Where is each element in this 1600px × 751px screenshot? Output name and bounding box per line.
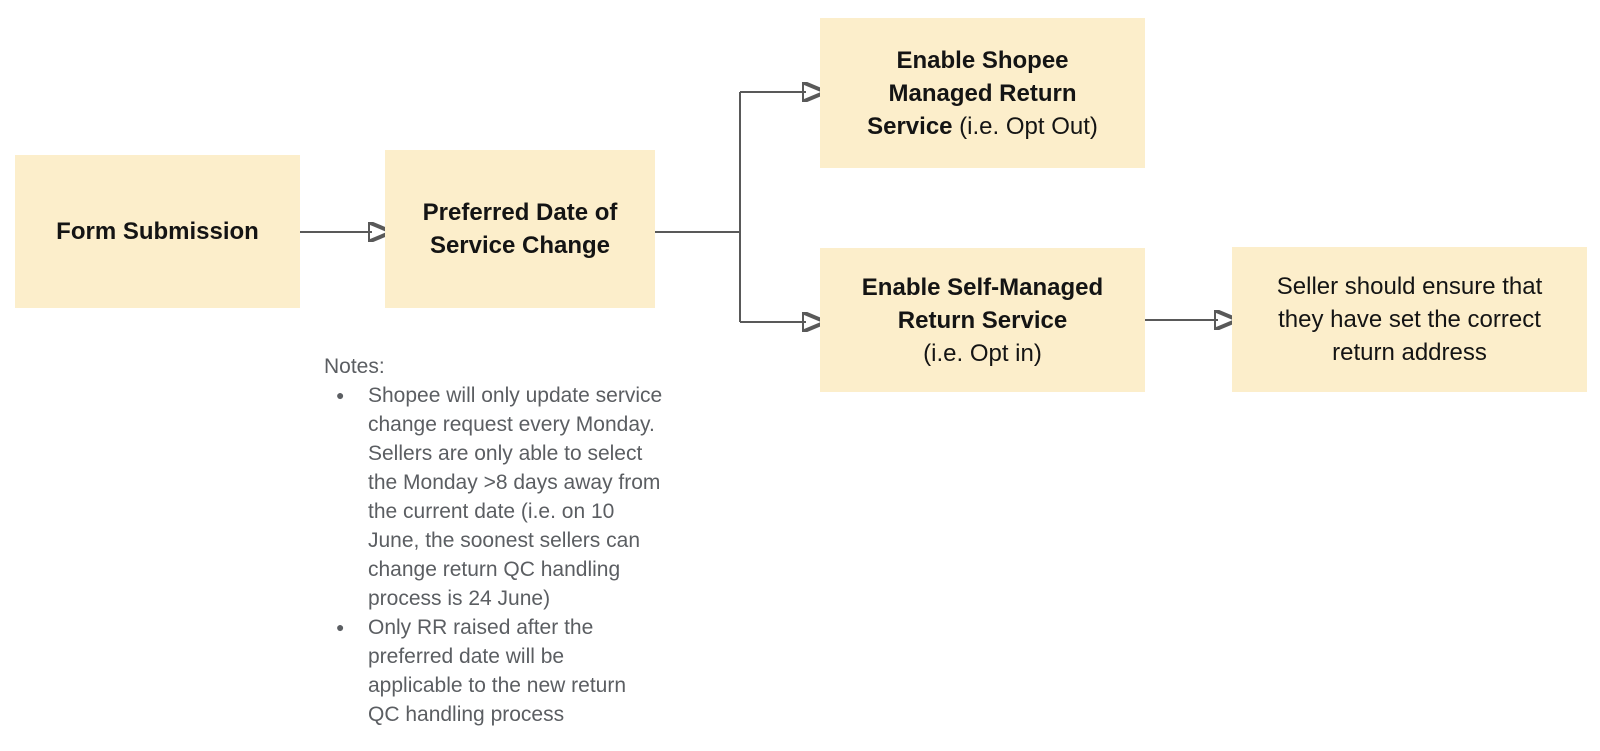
node-self-managed-return: Enable Self-Managed Return Service (i.e.…	[820, 248, 1145, 392]
node-self-managed-return-label-bold: Enable Self-Managed Return Service	[861, 273, 1104, 334]
node-shopee-managed-return-label-regular: (i.e. Opt Out)	[952, 112, 1098, 140]
node-seller-return-address: Seller should ensure that they have set …	[1232, 247, 1587, 392]
node-preferred-date: Preferred Date of Service Change	[385, 150, 655, 308]
note-text-schedule: Shopee will only update service change r…	[368, 384, 663, 610]
bullet-icon: ●	[336, 619, 345, 635]
node-shopee-managed-return: Enable Shopee Managed Return Service (i.…	[820, 18, 1145, 168]
node-shopee-managed-return-label-bold: Enable Shopee Managed Return Service	[867, 46, 1077, 140]
node-self-managed-return-label: Enable Self-Managed Return Service (i.e.…	[862, 271, 1103, 370]
notes-title: Notes:	[324, 355, 385, 378]
node-shopee-managed-return-label: Enable Shopee Managed Return Service (i.…	[867, 44, 1098, 143]
note-item-rr-applicability: ● Only RR raised after the preferred dat…	[324, 613, 714, 729]
bullet-icon: ●	[336, 387, 345, 403]
notes-section: Notes: ● Shopee will only update service…	[324, 352, 714, 729]
node-seller-return-address-label: Seller should ensure that they have set …	[1276, 273, 1543, 366]
node-self-managed-return-label-regular: (i.e. Opt in)	[923, 339, 1042, 367]
note-item-schedule: ● Shopee will only update service change…	[324, 381, 714, 613]
note-text-rr-applicability: Only RR raised after the preferred date …	[368, 616, 626, 726]
node-form-submission: Form Submission	[15, 155, 300, 308]
connector-date-to-branch	[655, 92, 741, 322]
node-form-submission-label: Form Submission	[56, 218, 259, 245]
node-preferred-date-label: Preferred Date of Service Change	[422, 199, 618, 259]
